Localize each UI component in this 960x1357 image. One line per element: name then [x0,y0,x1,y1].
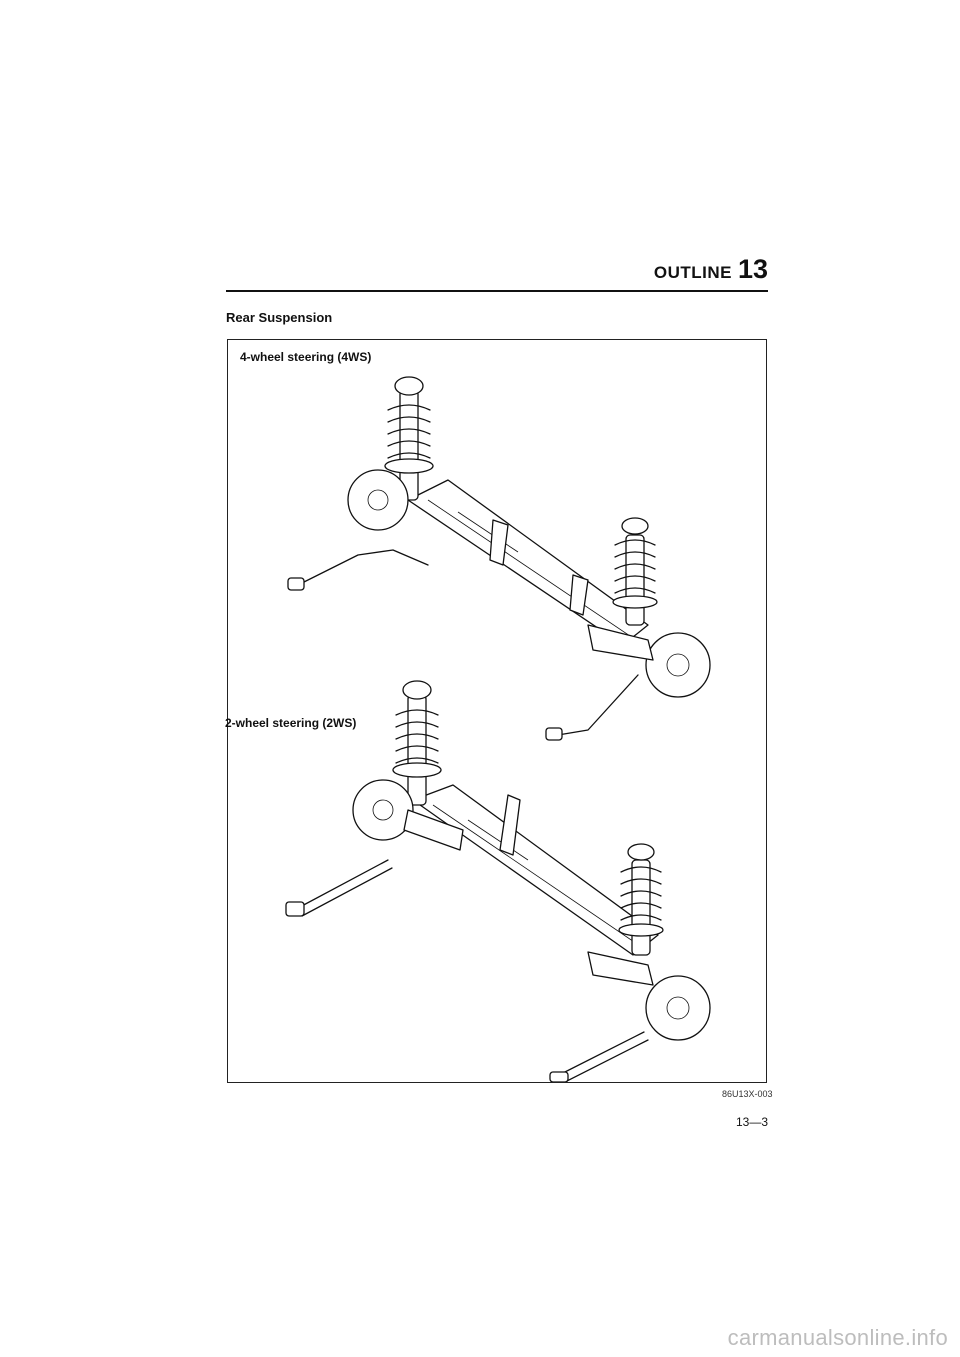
right-strut-2ws [618,843,664,956]
section-title: Rear Suspension [226,310,333,325]
label-4ws: 4-wheel steering (4WS) [240,350,372,364]
right-disc-4ws [645,632,711,698]
chapter-word: OUTLINE [653,263,732,282]
left-disc-2ws [352,779,414,841]
label-2ws: 2-wheel steering (2WS) [225,716,357,730]
chapter-number: 13 [737,254,768,284]
lateral-link-left-2ws [297,859,389,909]
left-strut-2ws [392,680,442,806]
suspension-drawing [285,376,711,1082]
left-disc-4ws [347,469,409,531]
left-strut-4ws [384,376,434,501]
crossmember-2ws [412,784,659,956]
figure-frame: 4-wheel steering (4WS) 2-wheel steering … [225,339,767,1083]
lateral-link-right-2ws [563,1039,649,1082]
crossmember-4ws [407,479,649,646]
chapter-title: OUTLINE 13 [654,254,768,285]
right-disc-2ws [645,975,711,1041]
assembly-2ws [285,680,711,1082]
right-strut-4ws [612,517,658,626]
watermark: carmanualsonline.info [727,1325,948,1350]
header-rule [226,290,768,292]
page-header: OUTLINE 13 [226,254,768,296]
page-number: 13—3 [736,1115,769,1129]
figure-code: 86U13X-003 [722,1089,773,1099]
assembly-4ws [287,376,711,741]
stabilizer-4ws [297,549,429,586]
